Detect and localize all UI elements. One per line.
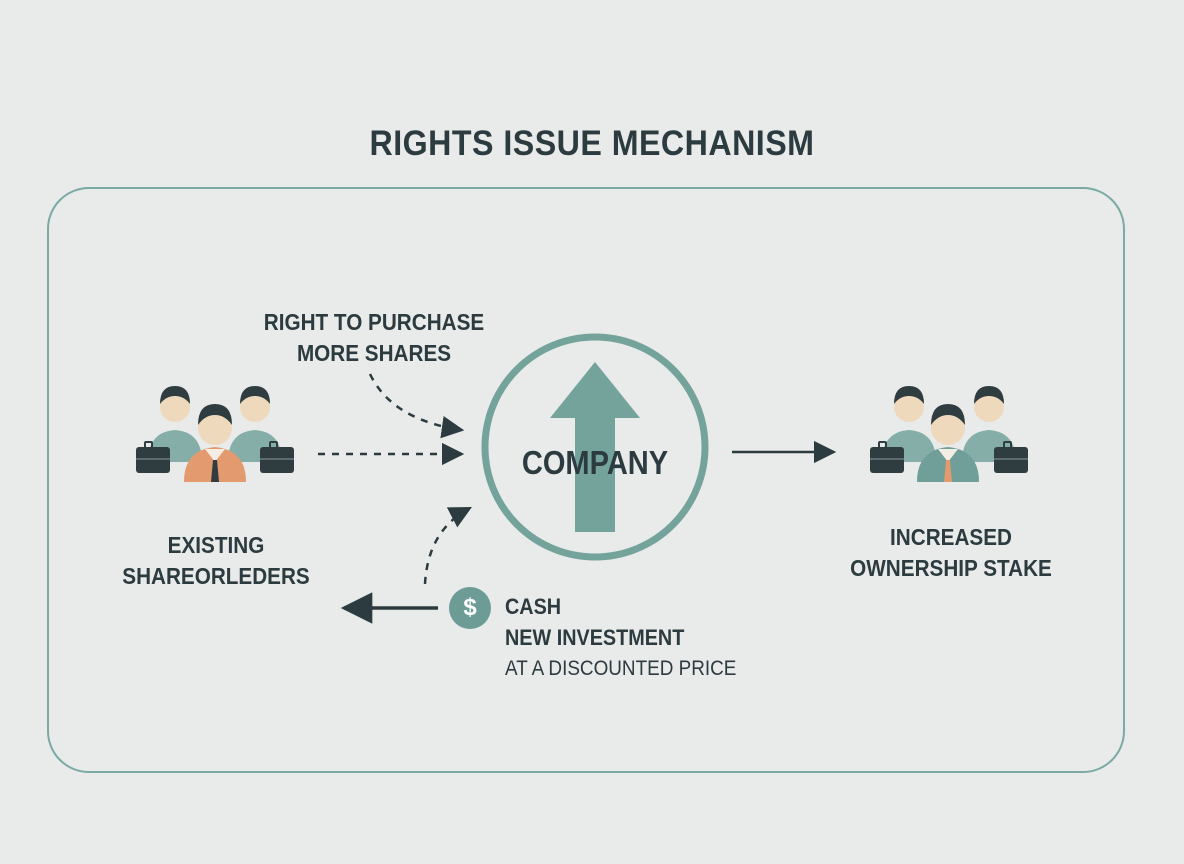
right-label-line-2: MORE SHARES	[296, 340, 452, 366]
diagram-title: RIGHTS ISSUE MECHANISM	[369, 124, 815, 163]
mechanism-frame	[47, 187, 1125, 773]
shareholder-group-icon-left	[148, 386, 282, 482]
increased-ownership-label: INCREASED OWNERSHIP STAKE	[839, 522, 1064, 584]
company-label: COMPANY	[521, 444, 669, 481]
cash-line-2: NEW INVESTMENT	[505, 625, 685, 650]
briefcase-icon-right-2	[994, 441, 1028, 473]
company-node	[481, 333, 709, 561]
briefcase-icon-right-1	[870, 441, 904, 473]
cash-to-company-arrow	[423, 506, 472, 585]
existing-shareholders-label: EXISTING SHAREORLEDERS	[108, 530, 324, 592]
cash-line-1: CASH	[505, 594, 562, 619]
right-to-purchase-arrow	[368, 373, 465, 439]
dollar-icon: $	[449, 587, 491, 629]
cash-label: CASH NEW INVESTMENT AT A DISCOUNTED PRIC…	[505, 591, 736, 684]
increased-label-line-1: INCREASED	[890, 524, 1012, 550]
increased-label-line-2: OWNERSHIP STAKE	[850, 555, 1052, 581]
briefcase-icon-left-2	[260, 441, 294, 473]
up-arrow-icon	[550, 362, 640, 532]
existing-label-line-2: SHAREORLEDERS	[122, 563, 310, 589]
right-to-purchase-label: RIGHT TO PURCHASE MORE SHARES	[257, 307, 491, 369]
existing-label-line-1: EXISTING	[167, 532, 265, 558]
company-circle	[481, 333, 709, 561]
right-label-line-1: RIGHT TO PURCHASE	[263, 309, 485, 335]
cash-line-3: AT A DISCOUNTED PRICE	[505, 657, 737, 680]
briefcase-icon-left-1	[136, 441, 170, 473]
